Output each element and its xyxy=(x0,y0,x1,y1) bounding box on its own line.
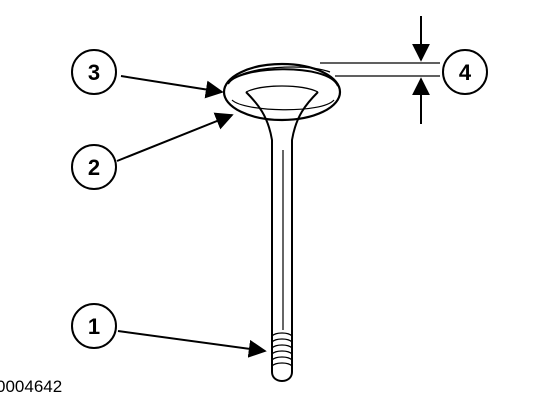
callout-label-2: 2 xyxy=(88,155,100,180)
callout-label-3: 3 xyxy=(88,60,100,85)
callout-4: 4 xyxy=(442,49,488,95)
leader-1 xyxy=(117,330,267,358)
margin-dimension xyxy=(320,16,440,124)
valve-tip xyxy=(271,371,293,382)
leader-2 xyxy=(116,112,234,162)
leader-3 xyxy=(120,75,224,99)
callout-3: 3 xyxy=(71,49,117,95)
valve-head-rim xyxy=(222,62,342,122)
keeper-grooves xyxy=(271,332,293,367)
valve xyxy=(222,62,342,382)
valve-fillet xyxy=(245,91,273,148)
callout-2: 2 xyxy=(71,144,117,190)
callout-label-4: 4 xyxy=(459,60,472,85)
callout-1: 1 xyxy=(71,303,117,349)
valve-face xyxy=(227,68,339,87)
callout-label-1: 1 xyxy=(88,314,100,339)
reference-code: 0004642 xyxy=(0,377,62,396)
